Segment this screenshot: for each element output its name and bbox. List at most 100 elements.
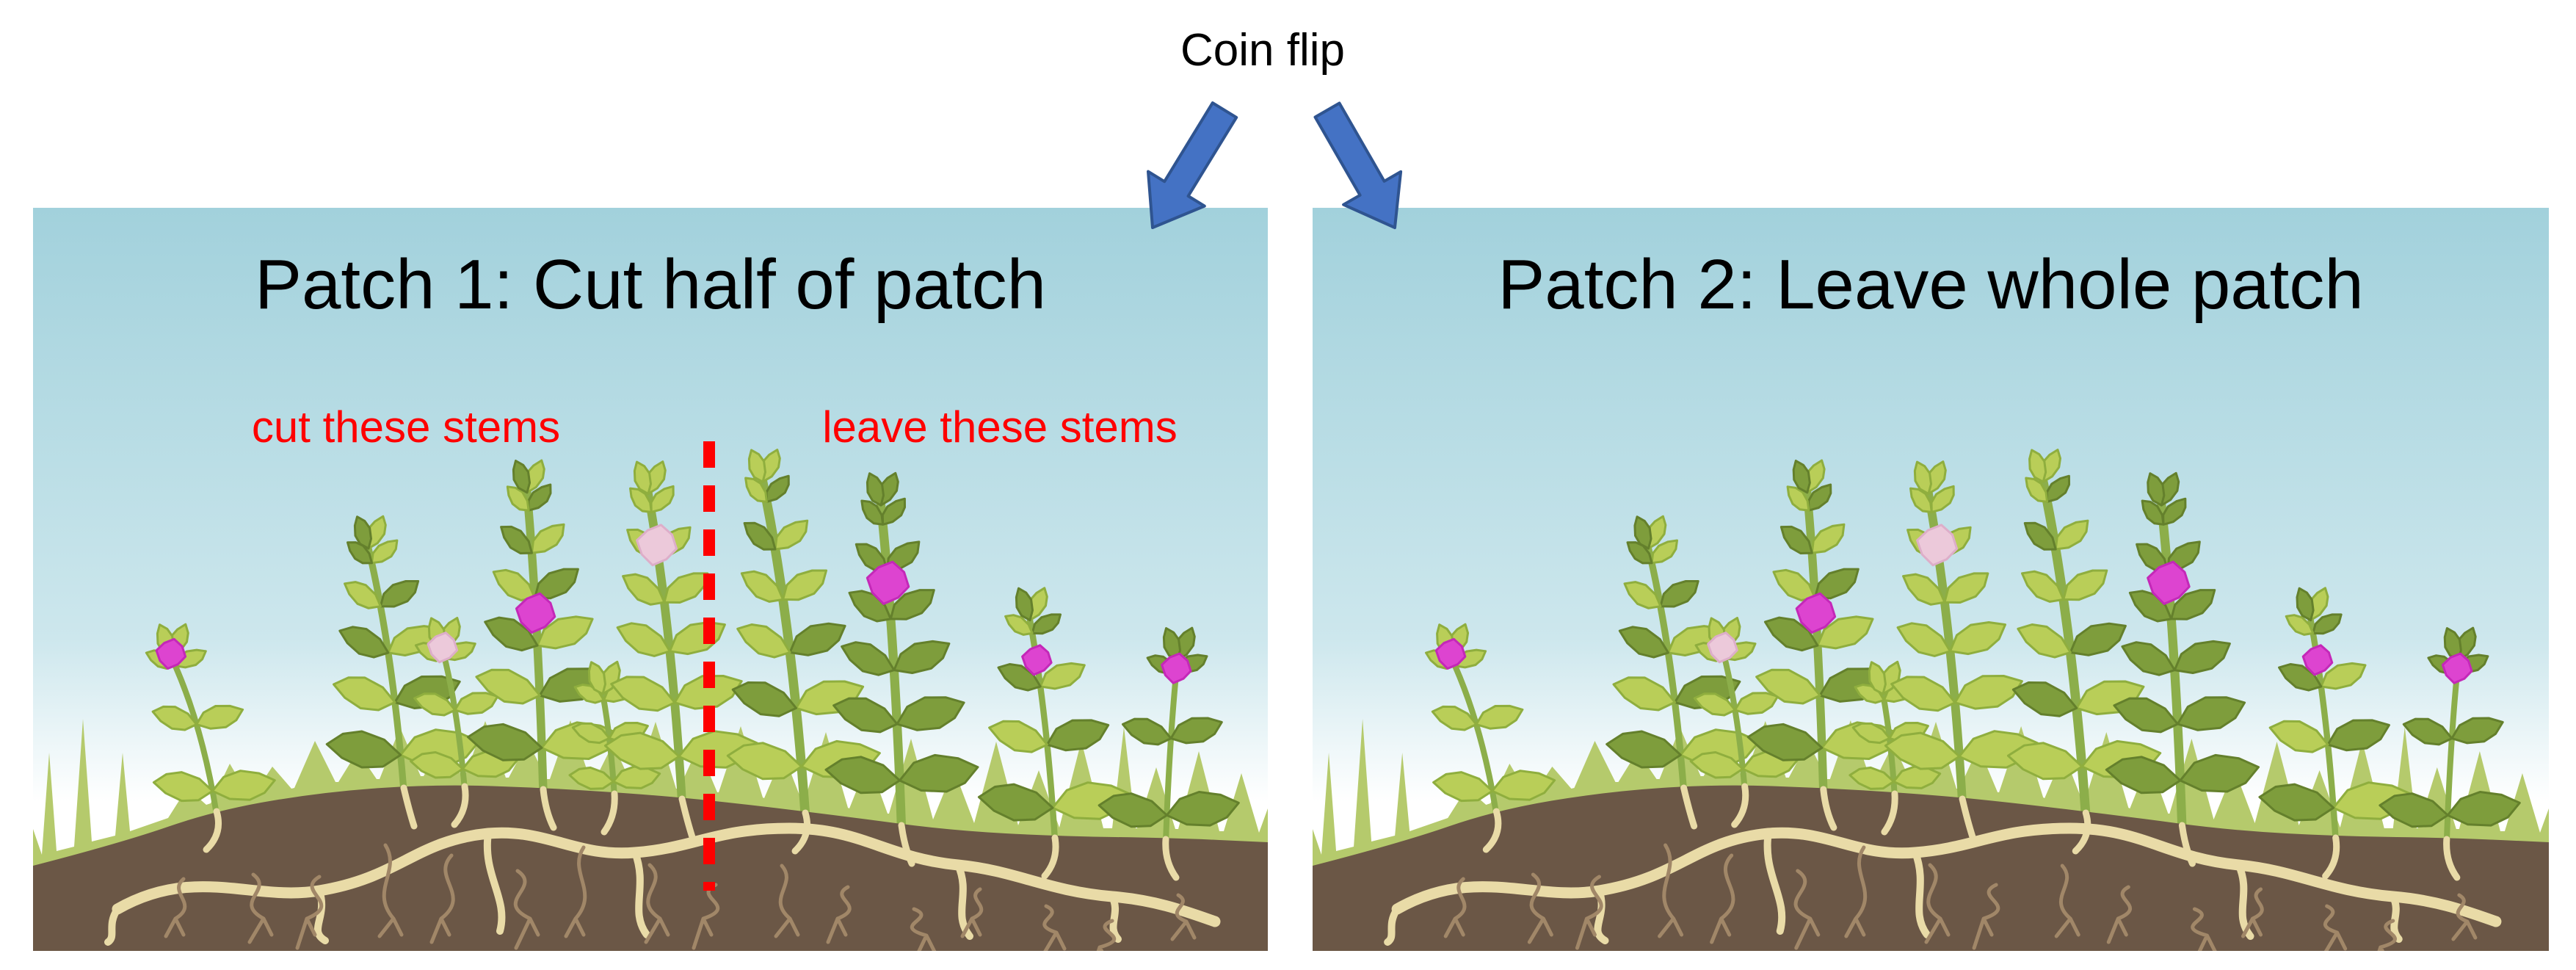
- leaf: [2268, 720, 2329, 753]
- leaf: [1909, 487, 1933, 513]
- leaf: [2162, 497, 2187, 526]
- leaf: [782, 569, 827, 601]
- leaf: [650, 485, 675, 513]
- plant: [726, 449, 881, 821]
- leaf: [726, 742, 803, 781]
- plants-group: [1424, 449, 2521, 845]
- leaf: [855, 543, 888, 572]
- plant-stem: [876, 500, 907, 833]
- panel-patch-2: Patch 2: Leave whole patch: [1313, 208, 2549, 951]
- flower-icon: [636, 524, 678, 567]
- leaf: [2045, 474, 2071, 503]
- leaf: [347, 541, 373, 565]
- patch-2-illustration: [1313, 208, 2549, 951]
- leaf: [338, 626, 390, 659]
- plant: [1424, 623, 1556, 817]
- flower-icon: [2301, 644, 2334, 676]
- leaf: [1948, 621, 2007, 656]
- cut-stems-label: cut these stems: [251, 402, 561, 452]
- leaf: [2141, 499, 2165, 526]
- leaf: [1165, 791, 1240, 827]
- leaf: [743, 521, 777, 551]
- plant-stem: [2157, 500, 2187, 833]
- leaf: [1045, 719, 1110, 752]
- leaf: [612, 765, 661, 789]
- leaf: [629, 487, 653, 513]
- leaf: [633, 460, 652, 495]
- plant: [1606, 515, 1760, 795]
- leaf: [1902, 573, 1946, 606]
- leaf: [747, 449, 766, 483]
- leaf: [2113, 697, 2179, 734]
- leaf: [1633, 515, 1652, 550]
- leaf: [744, 477, 768, 503]
- flower-icon: [1707, 631, 1738, 664]
- leaf: [1851, 722, 1891, 745]
- flower-icon: [1021, 644, 1053, 676]
- leaf: [1807, 483, 1832, 512]
- leaf: [1039, 662, 1086, 690]
- leaf: [1693, 692, 1736, 717]
- leaf: [1786, 485, 1810, 512]
- leaf: [2121, 641, 2176, 676]
- leaf: [2312, 613, 2343, 635]
- leaf: [1122, 717, 1172, 746]
- leaf: [1004, 614, 1034, 636]
- leaf: [587, 661, 606, 695]
- leaf: [893, 640, 951, 674]
- leaf: [1162, 627, 1181, 662]
- leaf: [344, 581, 382, 609]
- leaf: [2028, 449, 2047, 483]
- leaf: [467, 723, 543, 761]
- leaf: [2450, 717, 2504, 745]
- leaf: [2326, 719, 2390, 752]
- flower-icon: [1795, 592, 1837, 634]
- leaf: [500, 525, 533, 554]
- plant: [1884, 460, 2039, 807]
- leaf: [866, 472, 885, 507]
- leaf: [1606, 730, 1682, 769]
- leaf: [2062, 569, 2108, 601]
- leaf: [1763, 616, 1819, 652]
- leaf: [195, 704, 244, 730]
- leaf: [1913, 460, 1933, 495]
- leaf: [663, 572, 709, 604]
- plant: [2379, 626, 2521, 845]
- leaf: [534, 568, 579, 600]
- leaf: [673, 675, 743, 710]
- leaf: [1015, 587, 1034, 622]
- leaf: [2147, 472, 2166, 507]
- leaf: [2054, 519, 2089, 551]
- leaf: [151, 705, 198, 731]
- leaf: [889, 589, 935, 620]
- leaf: [1432, 771, 1494, 803]
- leaf: [622, 573, 666, 606]
- leaf: [2320, 662, 2367, 690]
- leaf: [325, 730, 402, 769]
- leaf: [841, 641, 896, 676]
- leaf: [379, 580, 420, 608]
- flower-icon: [515, 592, 556, 634]
- leaf: [2105, 756, 2182, 795]
- leaf: [1792, 460, 1811, 494]
- leaf: [2020, 570, 2065, 603]
- leaf: [881, 497, 906, 526]
- leaf: [568, 766, 615, 790]
- leaf: [731, 681, 797, 717]
- flower-icon: [1434, 637, 1467, 670]
- thin-rootlets: [164, 843, 1197, 951]
- leaf: [1031, 613, 1062, 635]
- leaf: [371, 539, 399, 565]
- leaf: [2296, 587, 2315, 622]
- plant-stem: [1879, 691, 1898, 800]
- leaf: [788, 622, 846, 656]
- leaf: [765, 474, 790, 503]
- leaf: [1755, 668, 1821, 705]
- leaf: [333, 676, 396, 712]
- leaf: [988, 720, 1048, 753]
- leaf: [2017, 623, 2072, 659]
- leaf: [610, 676, 676, 712]
- thin-rootlets: [1443, 843, 2478, 951]
- leaf: [1612, 676, 1677, 712]
- leaf: [1650, 539, 1678, 565]
